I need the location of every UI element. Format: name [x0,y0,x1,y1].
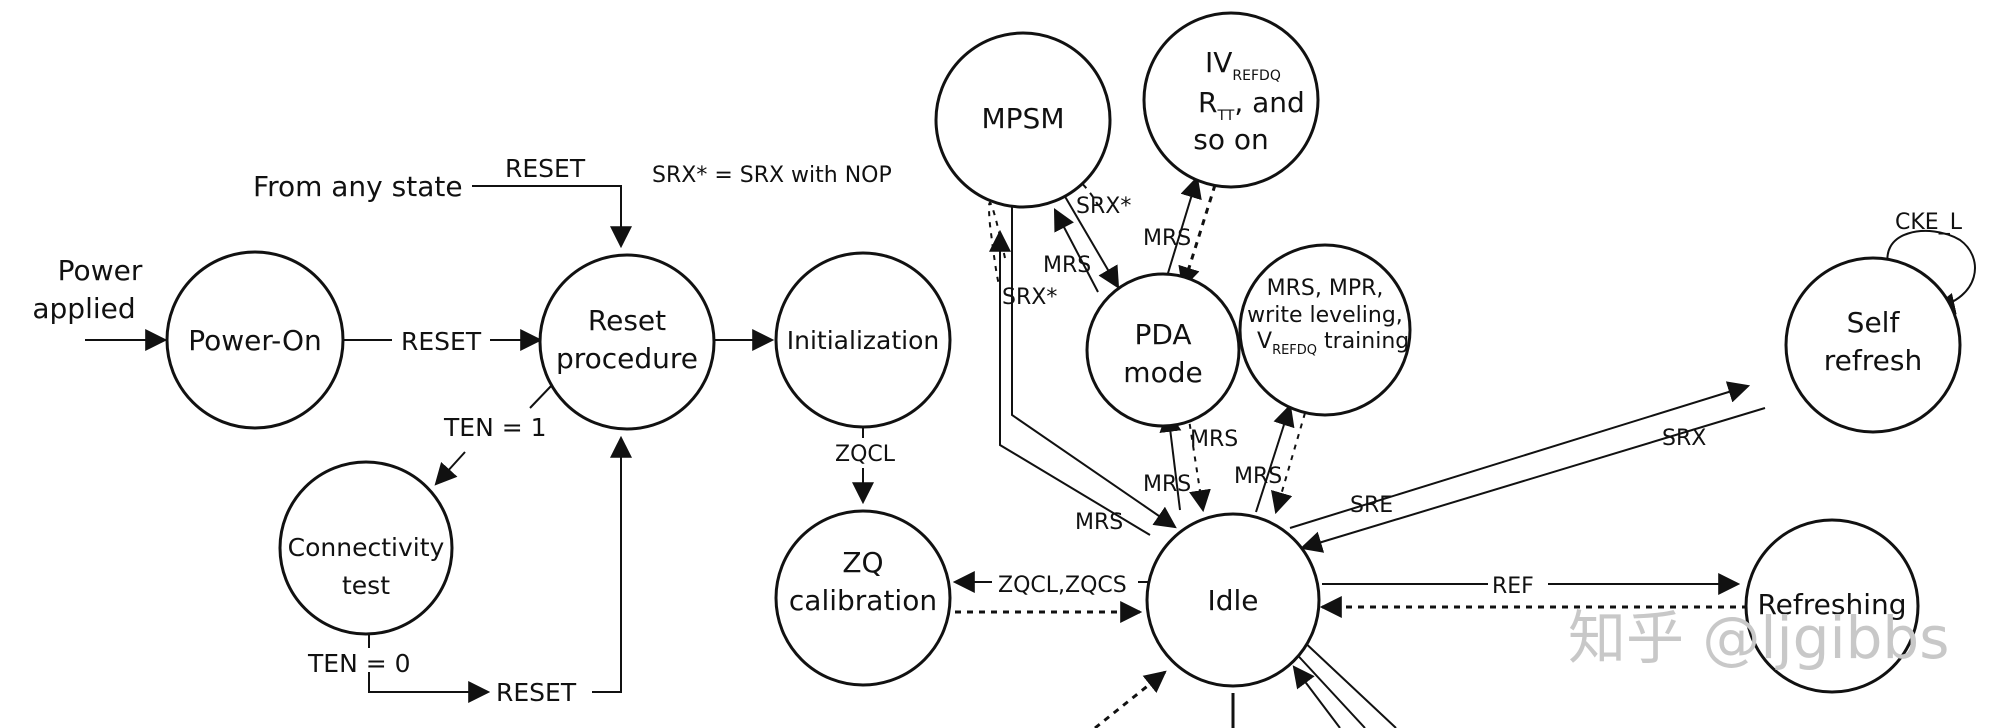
edge-cke-loop [1886,229,1976,315]
label-srx-star-a: SRX* [1076,194,1131,219]
node-idle-label: Idle [1207,584,1258,617]
node-power-on [165,250,345,430]
node-initialization [774,251,952,429]
edges [85,159,1976,728]
edge-ten1-b [434,451,466,486]
node-power-on-label: Power-On [188,324,322,357]
node-mpsm-label: MPSM [982,102,1065,135]
node-self-refresh-label-1: Self [1847,306,1901,339]
edge-pda-mpsm [1053,208,1099,293]
node-connectivity-test [278,460,454,636]
node-ivref [1142,11,1320,189]
edge-ivref-pda [1178,184,1217,290]
node-mrsmpr-line-1: MRS, MPR, [1267,276,1384,301]
label-applied: applied [32,292,135,325]
edge-selfrefresh-idle [1299,407,1766,553]
label-mrs-b: MRS [1143,226,1191,251]
label-srx-note: SRX* = SRX with NOP [652,163,892,188]
node-self-refresh-label-2: refresh [1824,344,1922,377]
label-mrs-a: MRS [1043,253,1091,278]
edge-idle-mrsmpr [1255,403,1295,513]
edge-mpsm-pda [1059,187,1120,289]
label-sre: SRE [1350,493,1393,518]
node-ivref-line-2: RTT, and [1198,86,1305,124]
label-ten1: TEN = 1 [443,413,547,442]
label-srx: SRX [1662,426,1706,451]
edge-bottom-double-b [1299,637,1397,728]
node-mrsmpr-line-2: write leveling, [1247,303,1403,328]
edge-bottom-arrow-up [1292,665,1341,728]
node-ivref-line-1: IVREFDQ [1205,46,1281,84]
edge-pda-ivref [1164,175,1202,284]
node-refreshing-label: Refreshing [1757,588,1906,621]
node-mpsm [934,31,1112,209]
node-init-label: Initialization [787,326,939,355]
node-reset-procedure [538,253,716,431]
edge-bottom-double-a [1289,646,1366,728]
node-reset-label-2: procedure [556,342,698,375]
watermark: 知乎 @ljgibbs [1568,604,1949,672]
node-zq-label-1: ZQ [842,546,883,579]
node-mrs-mpr [1238,243,1412,417]
label-reset-mid: RESET [401,327,482,356]
label-from-any-state: From any state [253,170,463,203]
label-mrs-f: MRS [1234,464,1282,489]
label-mrs-c: MRS [1190,427,1238,452]
node-connectivity-label-2: test [342,571,390,600]
edge-bottom-dashed [1094,670,1167,728]
node-ivref-line-3: so on [1193,123,1269,156]
node-pda-mode [1085,272,1241,428]
edge-reset-back [592,435,632,693]
node-idle [1145,512,1321,688]
edge-idle-selfrefresh [1289,381,1751,529]
edge-pda-idle [1187,412,1211,513]
label-mrs-e: MRS [1075,510,1123,535]
node-pda-label-1: PDA [1134,318,1191,351]
node-zq-calibration [774,509,952,687]
label-cke-l: CKE_L [1895,210,1963,235]
node-reset-label-1: Reset [588,304,666,337]
node-refreshing [1744,518,1920,694]
edge-idle-pda [1159,409,1182,511]
node-zq-label-2: calibration [789,584,937,617]
edge-idle-mpsm-up [989,229,1151,536]
node-connectivity-label-1: Connectivity [288,533,445,562]
edge-ten1-a [529,384,553,409]
label-power: Power [58,254,143,287]
label-zqcl: ZQCL [835,442,896,467]
edge-mpsm-loop-a [988,201,1006,287]
label-ref: REF [1492,574,1534,599]
edge-ten0-b [368,672,491,703]
nodes [165,11,1962,694]
edge-from-any-state [472,185,632,249]
label-srx-star-b: SRX* [1002,285,1057,310]
node-pda-label-2: mode [1123,356,1202,389]
node-mrsmpr-line-3: VREFDQ training [1257,329,1409,358]
label-zqcl-zqcs: ZQCL,ZQCS [998,573,1127,598]
label-reset-bottom: RESET [496,678,577,707]
edge-mrsmpr-idle [1271,412,1306,515]
label-reset-top: RESET [505,154,586,183]
node-self-refresh [1784,256,1962,434]
edge-mpsm-idle-down [1011,205,1177,529]
label-ten0: TEN = 0 [307,649,411,678]
label-mrs-d: MRS [1143,472,1191,497]
